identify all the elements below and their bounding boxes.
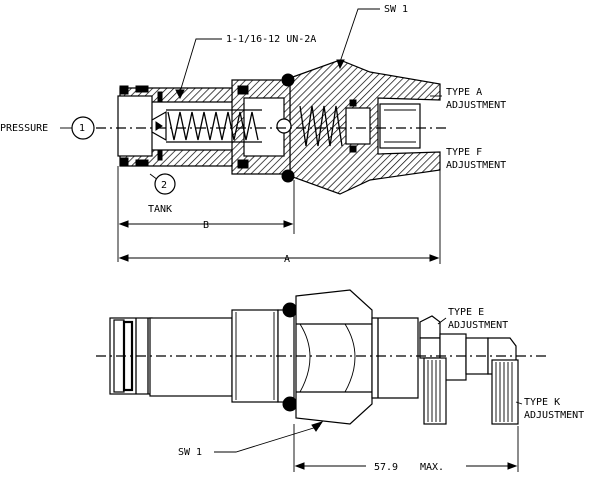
- length-dimension-suffix: MAX.: [420, 462, 444, 473]
- type-e-label-line1: TYPE E: [448, 307, 484, 318]
- tank-label: TANK: [148, 204, 172, 215]
- thread-spec-label: 1-1/16-12 UN-2A: [226, 34, 316, 45]
- port-1-marker: [71, 116, 95, 140]
- sw1-bottom-label: SW 1: [178, 447, 202, 458]
- type-f-label-line1: TYPE F: [446, 147, 482, 158]
- type-a-label-line1: TYPE A: [446, 87, 482, 98]
- port-1-number: 1: [79, 123, 85, 134]
- dimension-b-label: B: [203, 220, 209, 231]
- pressure-label: PRESSURE: [0, 123, 48, 134]
- type-f-label-line2: ADJUSTMENT: [446, 160, 506, 171]
- dimension-a-label: A: [284, 254, 290, 265]
- sw1-top-label: SW 1: [384, 4, 408, 15]
- thread-leader: [179, 38, 222, 93]
- type-a-label-line2: ADJUSTMENT: [446, 100, 506, 111]
- port-2-marker: [154, 173, 176, 195]
- type-e-label-line2: ADJUSTMENT: [448, 320, 508, 331]
- type-k-label-line2: ADJUSTMENT: [524, 410, 584, 421]
- port-2-number: 2: [161, 180, 167, 191]
- section-view: [117, 59, 441, 195]
- length-dimension-value: 57.9: [374, 462, 398, 473]
- sw1-top-leader: [339, 8, 380, 63]
- sw1-bottom-leader: [214, 425, 321, 453]
- type-k-label-line1: TYPE K: [524, 397, 560, 408]
